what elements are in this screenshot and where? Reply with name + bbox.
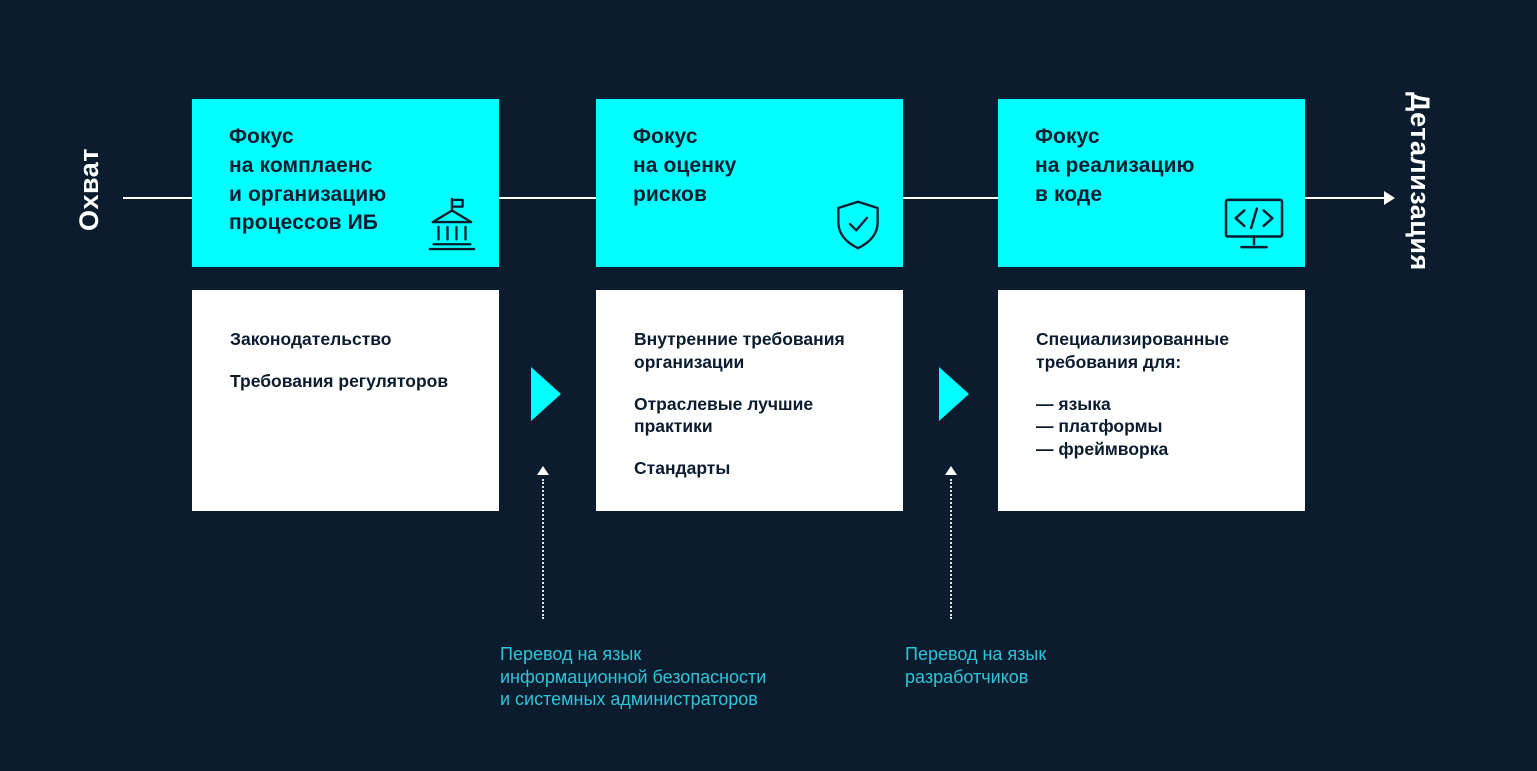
translation-connector-2 bbox=[945, 466, 957, 619]
axis-label-detail: Детализация bbox=[1405, 92, 1435, 271]
requirements-card-code: Специализированные требования для: — язы… bbox=[998, 290, 1305, 511]
dotted-line bbox=[950, 479, 952, 619]
requirement-item: Требования регуляторов bbox=[230, 370, 449, 391]
requirement-item: Отраслевые лучшие практики bbox=[634, 393, 814, 437]
focus-card-risk: Фокус на оценку рисков bbox=[596, 99, 903, 267]
column-risk-assessment: Фокус на оценку рисков Внутренние требов… bbox=[596, 0, 903, 771]
focus-card-compliance: Фокус на комплаенс и организацию процесс… bbox=[192, 99, 499, 267]
translation-note-security: Перевод на язык информационной безопасно… bbox=[500, 644, 767, 709]
shield-check-icon bbox=[833, 198, 883, 252]
up-arrowhead-icon bbox=[537, 466, 549, 475]
requirement-item: Законодательство bbox=[230, 329, 392, 349]
requirement-dash-list: — языка — платформы — фреймворка bbox=[1036, 393, 1169, 460]
flow-arrow-right-icon bbox=[531, 367, 561, 421]
requirements-card-compliance: Законодательство Требования регуляторов bbox=[192, 290, 499, 511]
focus-card-title: Фокус на комплаенс и организацию процесс… bbox=[229, 125, 387, 235]
axis-right-arrowhead-icon bbox=[1384, 191, 1395, 205]
monitor-code-icon bbox=[1223, 196, 1285, 252]
focus-card-title: Фокус на оценку рисков bbox=[633, 125, 737, 206]
translation-connector-1 bbox=[537, 466, 549, 619]
requirement-item: Внутренние требования организации bbox=[634, 329, 845, 372]
requirements-card-risk: Внутренние требования организации Отрасл… bbox=[596, 290, 903, 511]
dotted-line bbox=[542, 479, 544, 619]
requirement-item: Специализированные требования для: bbox=[1036, 329, 1229, 372]
requirement-item: Стандарты bbox=[634, 458, 731, 478]
column-code-implementation: Фокус на реализацию в коде Специализиров… bbox=[998, 0, 1305, 771]
translation-note-developers: Перевод на язык разработчиков bbox=[905, 644, 1047, 687]
bank-icon bbox=[425, 196, 479, 252]
focus-card-title: Фокус на реализацию в коде bbox=[1035, 125, 1195, 206]
axis-label-scope: Охват bbox=[74, 148, 104, 231]
column-compliance: Фокус на комплаенс и организацию процесс… bbox=[192, 0, 499, 771]
up-arrowhead-icon bbox=[945, 466, 957, 475]
focus-card-code: Фокус на реализацию в коде bbox=[998, 99, 1305, 267]
flow-arrow-right-icon bbox=[939, 367, 969, 421]
